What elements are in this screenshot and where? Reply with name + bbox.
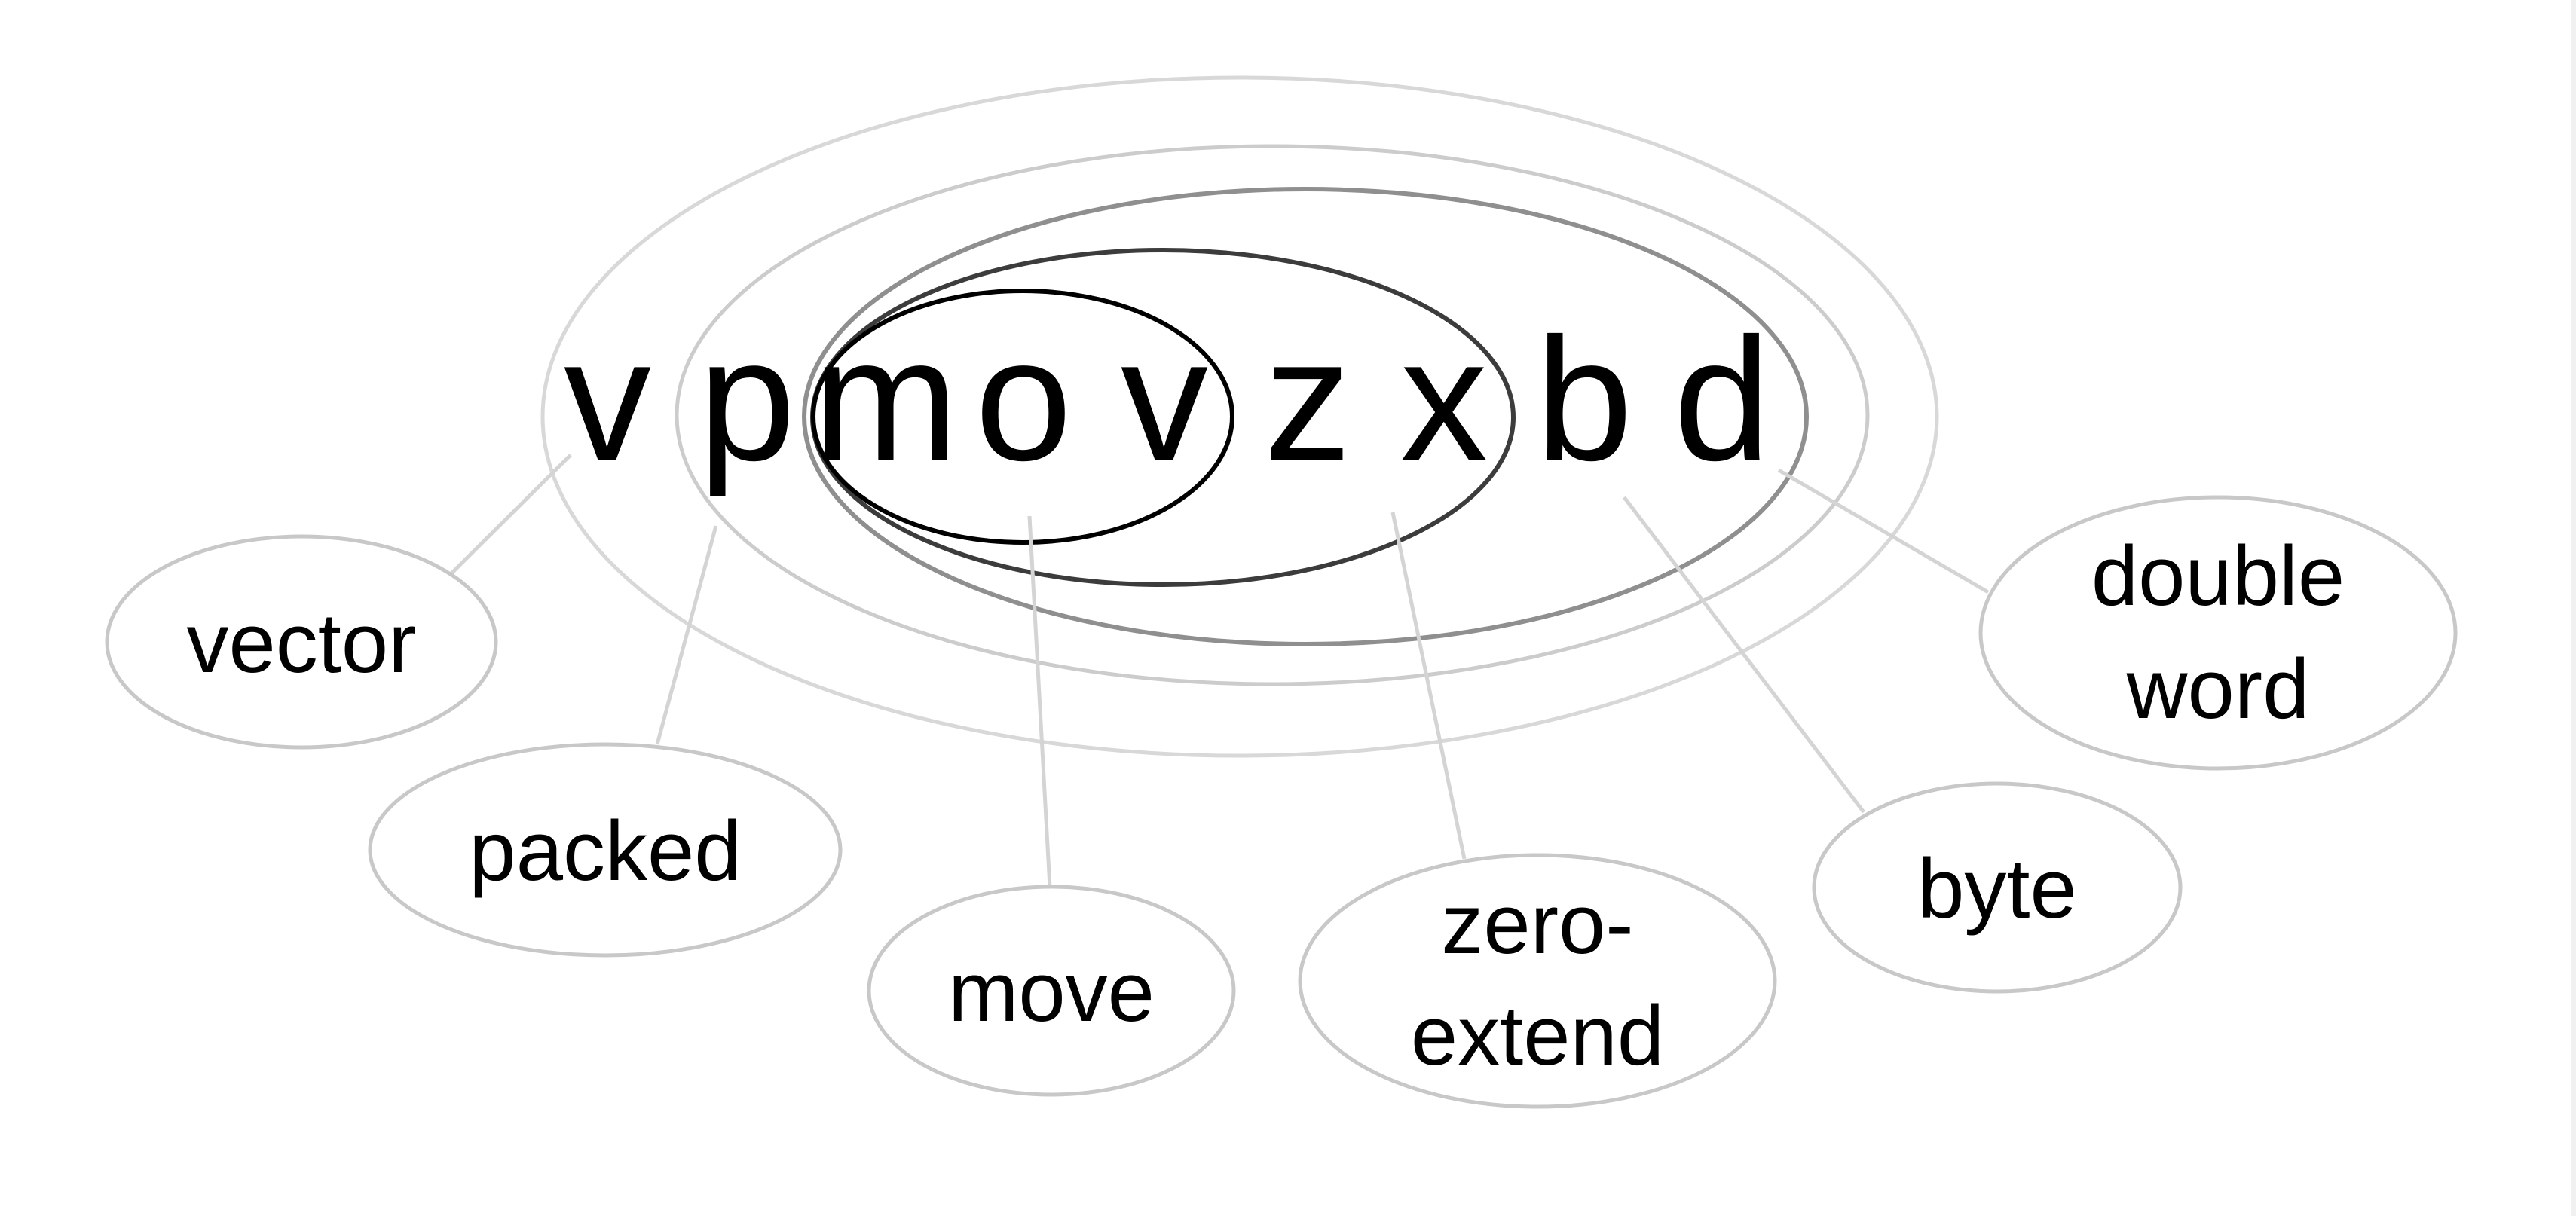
bubble-zero-extend: zero- extend xyxy=(1298,853,1777,1109)
label-double-word-line-1: double xyxy=(2091,529,2345,623)
mnemonic-letter-d: d xyxy=(1673,302,1770,497)
bubble-packed: packed xyxy=(368,742,843,958)
label-packed: packed xyxy=(469,804,741,898)
mnemonic-letter-p: p xyxy=(698,302,795,497)
leader-packed xyxy=(655,525,718,745)
right-edge-divider xyxy=(2571,0,2576,1216)
bubble-move: move xyxy=(867,885,1236,1097)
mnemonic-letter-x: x xyxy=(1400,302,1488,497)
mnemonic-letter-m: m xyxy=(812,302,958,497)
label-vector: vector xyxy=(187,596,417,690)
bubble-byte-outline xyxy=(1812,781,2183,994)
bubble-byte: byte xyxy=(1812,781,2183,994)
bubble-double-word: double word xyxy=(1978,495,2458,771)
leader-double-word xyxy=(1777,468,1990,594)
mnemonic-letter-o: o xyxy=(974,302,1072,497)
mnemonic-letter-v: v xyxy=(1121,302,1208,497)
leader-lines xyxy=(447,454,1990,888)
label-move: move xyxy=(948,945,1155,1039)
bubble-zero-extend-outline xyxy=(1298,853,1777,1109)
bubble-packed-outline xyxy=(368,742,843,958)
bubble-vector-outline xyxy=(105,534,498,750)
leader-byte xyxy=(1623,496,1865,814)
mnemonic-letter-b: b xyxy=(1535,302,1632,497)
leader-vector xyxy=(447,454,572,578)
label-double-word-line-2: word xyxy=(2126,642,2310,736)
label-byte: byte xyxy=(1917,842,2077,936)
bubble-move-outline xyxy=(867,885,1236,1097)
ring-vector xyxy=(540,75,1939,758)
label-zero-extend-line-2: extend xyxy=(1411,988,1664,1083)
mnemonic-letter-v: v xyxy=(564,302,651,497)
leader-zero-extend xyxy=(1390,512,1467,860)
nesting-rings xyxy=(540,75,1939,758)
label-zero-extend-line-1: zero- xyxy=(1441,877,1633,971)
ring-packed xyxy=(675,144,1870,686)
mnemonic: v p m o v z x b d xyxy=(564,302,1771,497)
leader-move xyxy=(1027,515,1052,888)
bubble-double-word-outline xyxy=(1978,495,2458,771)
ring-size xyxy=(802,187,1809,646)
mnemonic-letter-z: z xyxy=(1264,302,1351,497)
ring-move xyxy=(811,289,1234,545)
bubble-vector: vector xyxy=(105,534,498,750)
